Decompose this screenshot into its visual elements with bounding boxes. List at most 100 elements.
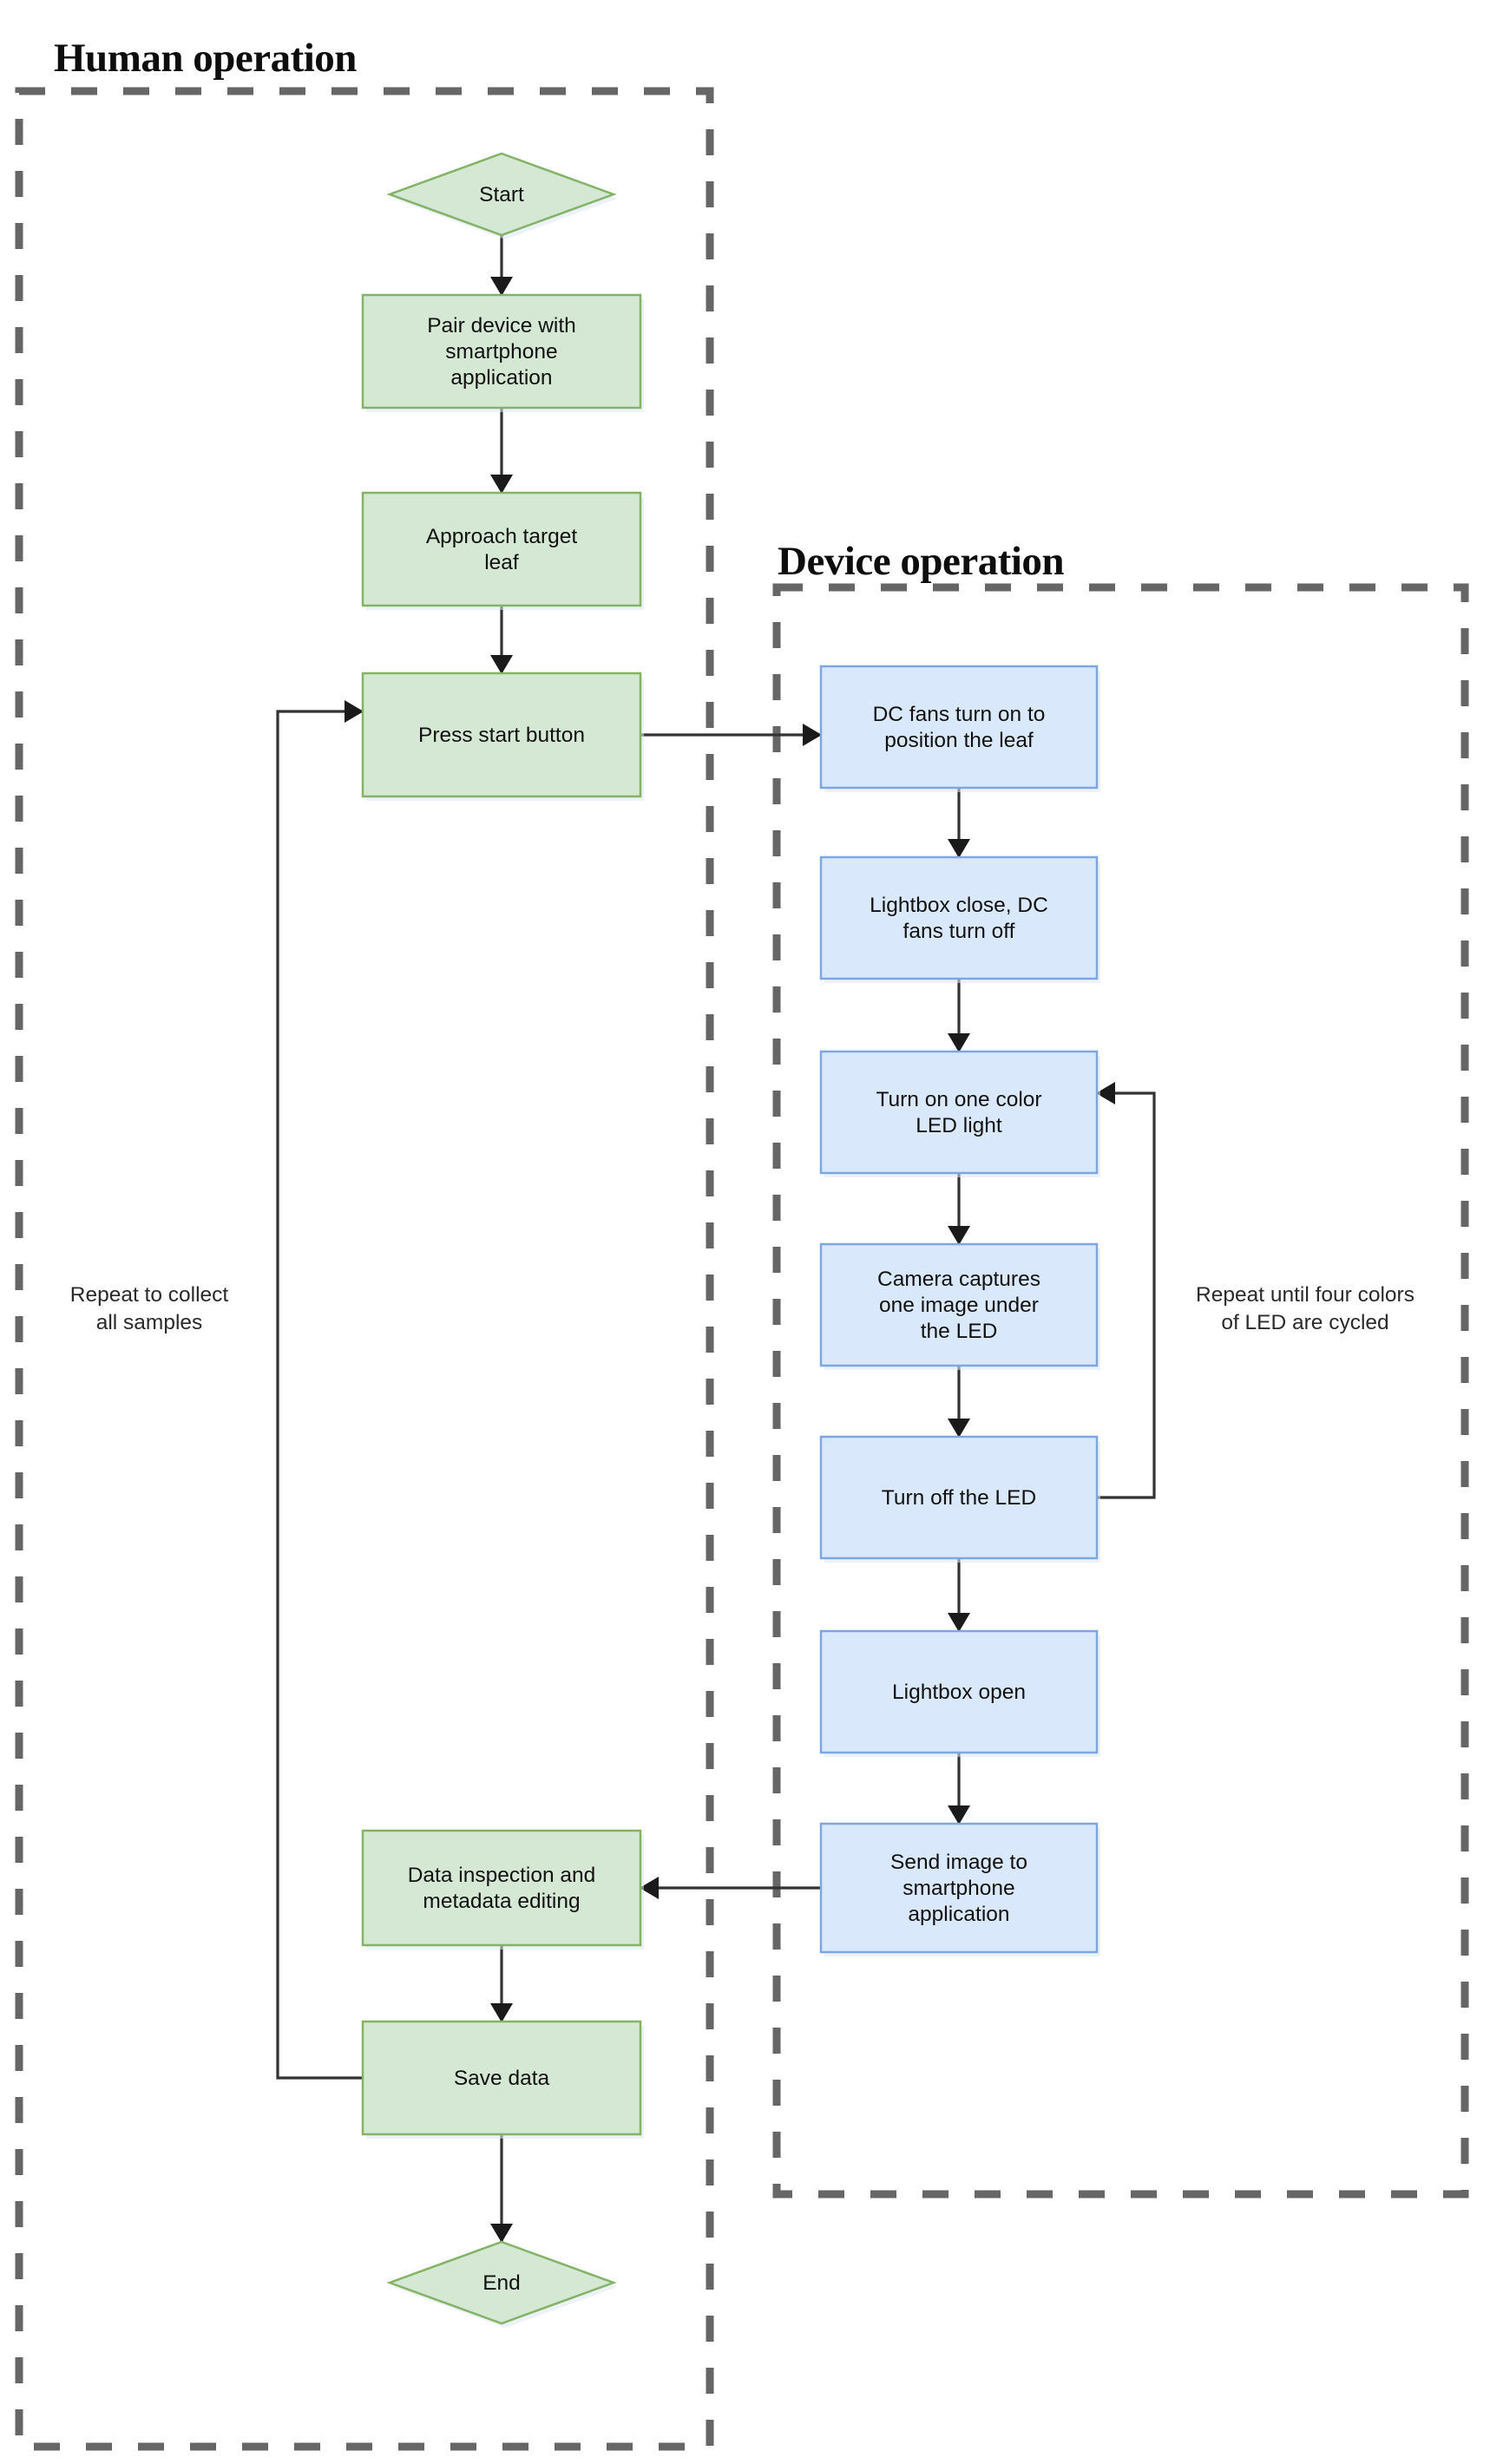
node-label-press: Press start button (418, 724, 585, 747)
edge-path-ledoff-loop-ledon (1097, 1091, 1156, 1499)
node-shape-rect[interactable] (819, 1629, 1099, 1754)
node-label-line: leaf (484, 551, 519, 574)
node-led_off[interactable]: Turn off the LED (819, 1435, 1100, 1563)
arrowhead-icon (490, 2224, 513, 2243)
swimlane-device: Device operation (772, 539, 1469, 2199)
node-shape-rect[interactable] (361, 293, 642, 410)
node-label-end: End (482, 2271, 521, 2295)
swimlane-title-human: Human operation (54, 36, 357, 81)
node-label-line: one image under (879, 1294, 1039, 1317)
edge-path-save-loop-press (276, 710, 363, 2080)
node-shape-diamond[interactable] (386, 152, 617, 237)
node-inspect[interactable]: Data inspection and metadata editing (361, 1829, 644, 1950)
node-label-line: Send image to (890, 1851, 1027, 1874)
node-label-line: smartphone (445, 340, 557, 364)
edge-save-loop-press (276, 700, 364, 2080)
node-shape-rect[interactable] (361, 672, 642, 798)
node-shape-rect[interactable] (361, 1829, 642, 1947)
node-lb_open[interactable]: Lightbox open (819, 1629, 1100, 1757)
node-label-line: application (450, 366, 552, 390)
node-label-line: fans turn off (903, 920, 1015, 943)
node-label-line: Camera captures (877, 1268, 1040, 1291)
edge-layer (276, 235, 1156, 2243)
node-shape-rect[interactable] (819, 1050, 1099, 1175)
arrowhead-icon (803, 724, 822, 746)
node-label-line: the LED (921, 1320, 998, 1343)
edge-press-to-fans (640, 724, 822, 746)
node-label-line: Turn on one color (876, 1088, 1041, 1111)
node-shape-diamond[interactable] (386, 2240, 617, 2325)
loop-label-line: Repeat until four colors (1196, 1283, 1415, 1307)
node-label-led_off: Turn off the LED (882, 1486, 1036, 1510)
arrowhead-icon (948, 839, 970, 858)
node-label-line: DC fans turn on to (873, 703, 1046, 726)
arrowhead-icon (948, 1613, 970, 1632)
loop-label-line: of LED are cycled (1221, 1311, 1388, 1334)
node-shape-rect[interactable] (361, 491, 642, 607)
edge-approach-to-press (490, 606, 513, 674)
arrowhead-icon (948, 1033, 970, 1052)
node-label-lb_open: Lightbox open (892, 1681, 1026, 1704)
arrowhead-icon (1096, 1082, 1115, 1104)
node-shape-rect[interactable] (819, 1435, 1099, 1560)
node-approach[interactable]: Approach target leaf (361, 491, 644, 610)
arrowhead-icon (948, 1226, 970, 1245)
swimlane-human: Human operation (15, 36, 714, 2451)
node-shape-rect[interactable] (819, 855, 1099, 980)
node-label-line: position the leaf (884, 729, 1034, 752)
node-label-line: Pair device with (427, 314, 576, 337)
node-label-line: End (482, 2271, 521, 2295)
arrowhead-icon (490, 277, 513, 296)
node-label-line: Lightbox close, DC (870, 894, 1048, 917)
node-send_image[interactable]: Send image to smartphone application (819, 1822, 1100, 1956)
arrowhead-icon (490, 475, 513, 494)
edge-ledon-to-capture (948, 1173, 970, 1245)
arrowhead-icon (490, 2003, 513, 2022)
node-label-line: metadata editing (423, 1890, 580, 1913)
node-shape-rect[interactable] (819, 665, 1099, 790)
node-label-line: smartphone (903, 1877, 1014, 1900)
node-label-line: Turn off the LED (882, 1486, 1036, 1510)
loop-label-repeat-led: Repeat until four colors of LED are cycle… (1196, 1283, 1415, 1334)
node-shape-rect[interactable] (819, 1822, 1099, 1954)
edge-fans-to-lbclose (948, 788, 970, 858)
arrowhead-icon (640, 1877, 659, 1899)
edge-ledoff-to-lbopen (948, 1558, 970, 1632)
node-label-line: Data inspection and (408, 1864, 596, 1887)
edge-pair-to-approach (490, 408, 513, 494)
node-label-line: Approach target (426, 525, 578, 548)
node-end[interactable]: End (386, 2240, 617, 2328)
node-start[interactable]: Start (386, 152, 617, 239)
node-shape-rect[interactable] (361, 2020, 642, 2136)
node-label-line: Press start button (418, 724, 585, 747)
node-label-approach: Approach target leaf (426, 525, 578, 574)
node-press[interactable]: Press start button (361, 672, 644, 801)
node-label-start: Start (479, 183, 524, 206)
node-label-fans_on: DC fans turn on to position the leaf (873, 703, 1046, 752)
swimlane-title-device: Device operation (778, 539, 1064, 584)
edge-lbopen-to-send (948, 1753, 970, 1825)
edge-capture-to-ledoff (948, 1366, 970, 1438)
node-lb_close[interactable]: Lightbox close, DC fans turn off (819, 855, 1100, 983)
node-shape-rect[interactable] (819, 1242, 1099, 1367)
node-fans_on[interactable]: DC fans turn on to position the leaf (819, 665, 1100, 792)
arrowhead-icon (948, 1805, 970, 1825)
loop-label-line: all samples (96, 1311, 203, 1334)
node-capture[interactable]: Camera captures one image under the LED (819, 1242, 1100, 1370)
node-label-line: LED light (916, 1114, 1002, 1137)
arrowhead-icon (345, 700, 364, 723)
node-label-lb_close: Lightbox close, DC fans turn off (870, 894, 1048, 943)
node-label-line: application (908, 1903, 1009, 1926)
node-save[interactable]: Save data (361, 2020, 644, 2139)
edge-inspect-to-save (490, 1945, 513, 2022)
node-label-line: Start (479, 183, 524, 206)
